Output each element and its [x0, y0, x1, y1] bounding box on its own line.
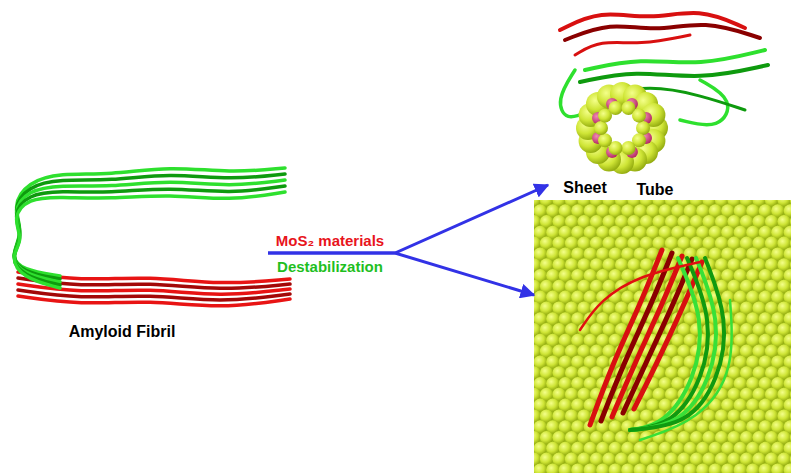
sulfur-atom — [634, 463, 647, 473]
figure-node: Amyloid Fibril — [0, 125, 268, 343]
sheet-strand — [601, 253, 672, 421]
sheet-strand — [590, 250, 662, 425]
sulfur-atom — [684, 463, 697, 473]
figure-label: Sheet — [545, 178, 625, 197]
sulfur-atom — [734, 463, 747, 473]
tube-strand — [565, 25, 760, 40]
tube-strand — [575, 35, 690, 55]
reaction-label: Destabilization — [262, 258, 398, 276]
sheet-strand — [630, 258, 716, 430]
sulfur-atom — [759, 463, 772, 473]
sheet-strand — [630, 258, 700, 430]
fibril-strand — [18, 296, 290, 306]
tube-atom — [621, 141, 635, 155]
mos2-sheet — [534, 200, 791, 473]
sulfur-atom — [784, 463, 791, 473]
sheet-strand — [640, 300, 732, 440]
sulfur-atom — [696, 463, 709, 473]
sulfur-atom — [546, 463, 559, 473]
fibril-strand — [14, 192, 285, 288]
mos2-tube — [576, 82, 668, 174]
sulfur-atom — [659, 463, 672, 473]
sulfur-atom — [596, 463, 609, 473]
figure-node: Sheet — [534, 178, 791, 473]
figure-node: Tube — [548, 2, 770, 201]
sheet-ground — [534, 200, 791, 473]
sulfur-atom — [709, 463, 722, 473]
sulfur-atom — [771, 463, 784, 473]
tube-atom — [636, 121, 650, 135]
sulfur-atom — [621, 463, 634, 473]
sulfur-atom — [671, 463, 684, 473]
tube-atom — [609, 101, 623, 115]
tube-atom — [594, 121, 608, 135]
sulfur-atom — [609, 463, 622, 473]
sheet-strand — [580, 262, 700, 330]
sheet-strand — [630, 258, 724, 430]
figure-label: Tube — [615, 180, 695, 199]
sulfur-atom — [746, 463, 759, 473]
tube-ribbons — [560, 13, 768, 125]
sulfur-atom — [534, 463, 547, 473]
fibril-ribbons — [14, 168, 290, 306]
figure-label: Amyloid Fibril — [22, 322, 222, 341]
tube-atom — [598, 133, 612, 147]
reaction-label: MoS₂ materials — [262, 232, 398, 250]
sulfur-atom — [584, 463, 597, 473]
tube-atom — [632, 109, 646, 123]
sulfur-atom — [571, 463, 584, 473]
sheet-strand — [630, 258, 708, 430]
fibril-strand — [14, 186, 285, 285]
sheet-ribbons — [580, 250, 732, 440]
tube-strand — [585, 50, 765, 70]
fibril-strand — [18, 290, 290, 300]
sulfur-atom — [559, 463, 572, 473]
tube-strand — [580, 65, 768, 82]
sulfur-atom — [721, 463, 734, 473]
sheet-strand — [634, 262, 702, 409]
sulfur-atom — [646, 463, 659, 473]
